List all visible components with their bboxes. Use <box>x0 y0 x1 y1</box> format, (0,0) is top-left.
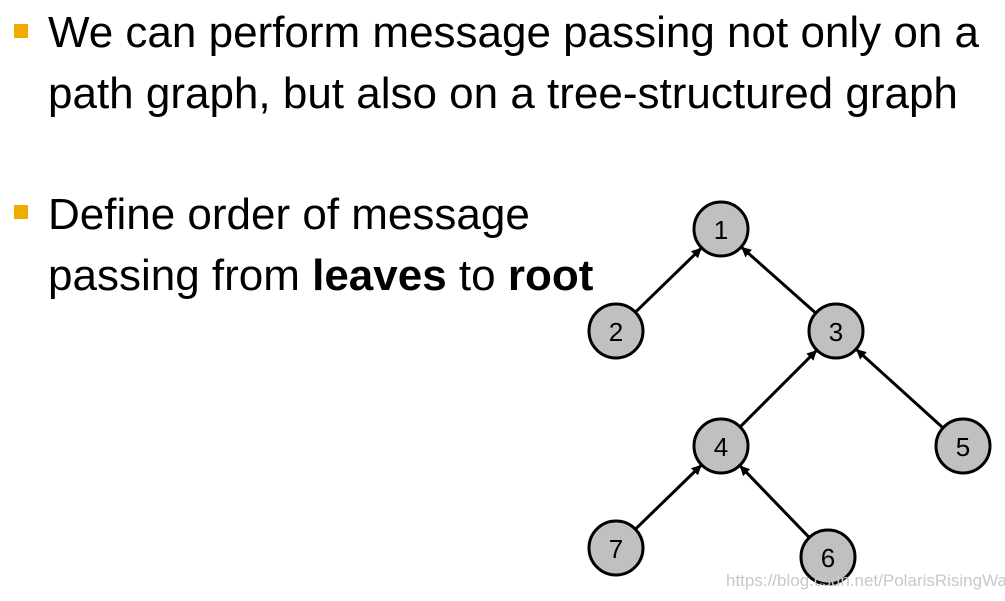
tree-node-circle-5 <box>934 417 992 475</box>
tree-node-5: 5 <box>934 417 992 475</box>
tree-node-circle-4 <box>692 417 750 475</box>
bullet-marker-1 <box>14 24 28 38</box>
tree-node-circle-3 <box>807 302 865 360</box>
tree-node-label-5: 5 <box>956 432 970 462</box>
tree-node-3: 3 <box>807 302 865 360</box>
bullet-text-1: We can perform message passing not only … <box>48 8 980 118</box>
tree-node-label-2: 2 <box>609 317 623 347</box>
bullet-text-2-middle: to <box>446 251 508 300</box>
tree-node-label-1: 1 <box>714 215 728 245</box>
tree-node-circle-7 <box>587 519 645 577</box>
tree-node-circle-2 <box>587 302 645 360</box>
tree-node-4: 4 <box>692 417 750 475</box>
edge-7-to-4 <box>634 464 702 531</box>
tree-node-circle-1 <box>692 200 750 258</box>
bullet-text-2: Define order of message passing from lea… <box>48 184 618 306</box>
watermark-url: https://blog.csdn.net/PolarisRisingWar <box>726 571 1005 590</box>
tree-node-7: 7 <box>587 519 645 577</box>
tree-node-label-4: 4 <box>714 432 728 462</box>
tree-node-label-7: 7 <box>609 534 623 564</box>
tree-node-label-3: 3 <box>829 317 843 347</box>
edge-2-to-1 <box>634 247 702 314</box>
tree-node-label-6: 6 <box>821 543 835 573</box>
tree-node-1: 1 <box>692 200 750 258</box>
bold-term-root: root <box>507 251 594 300</box>
edge-6-to-4 <box>739 465 811 539</box>
bullet-text-2-prefix: Define order of message passing from <box>48 190 530 300</box>
bold-term-leaves: leaves <box>312 251 447 300</box>
tree-node-2: 2 <box>587 302 645 360</box>
edge-3-to-1 <box>740 246 817 315</box>
edge-4-to-3 <box>739 349 818 428</box>
bullet-marker-2 <box>14 205 28 219</box>
edge-5-to-3 <box>855 348 944 429</box>
